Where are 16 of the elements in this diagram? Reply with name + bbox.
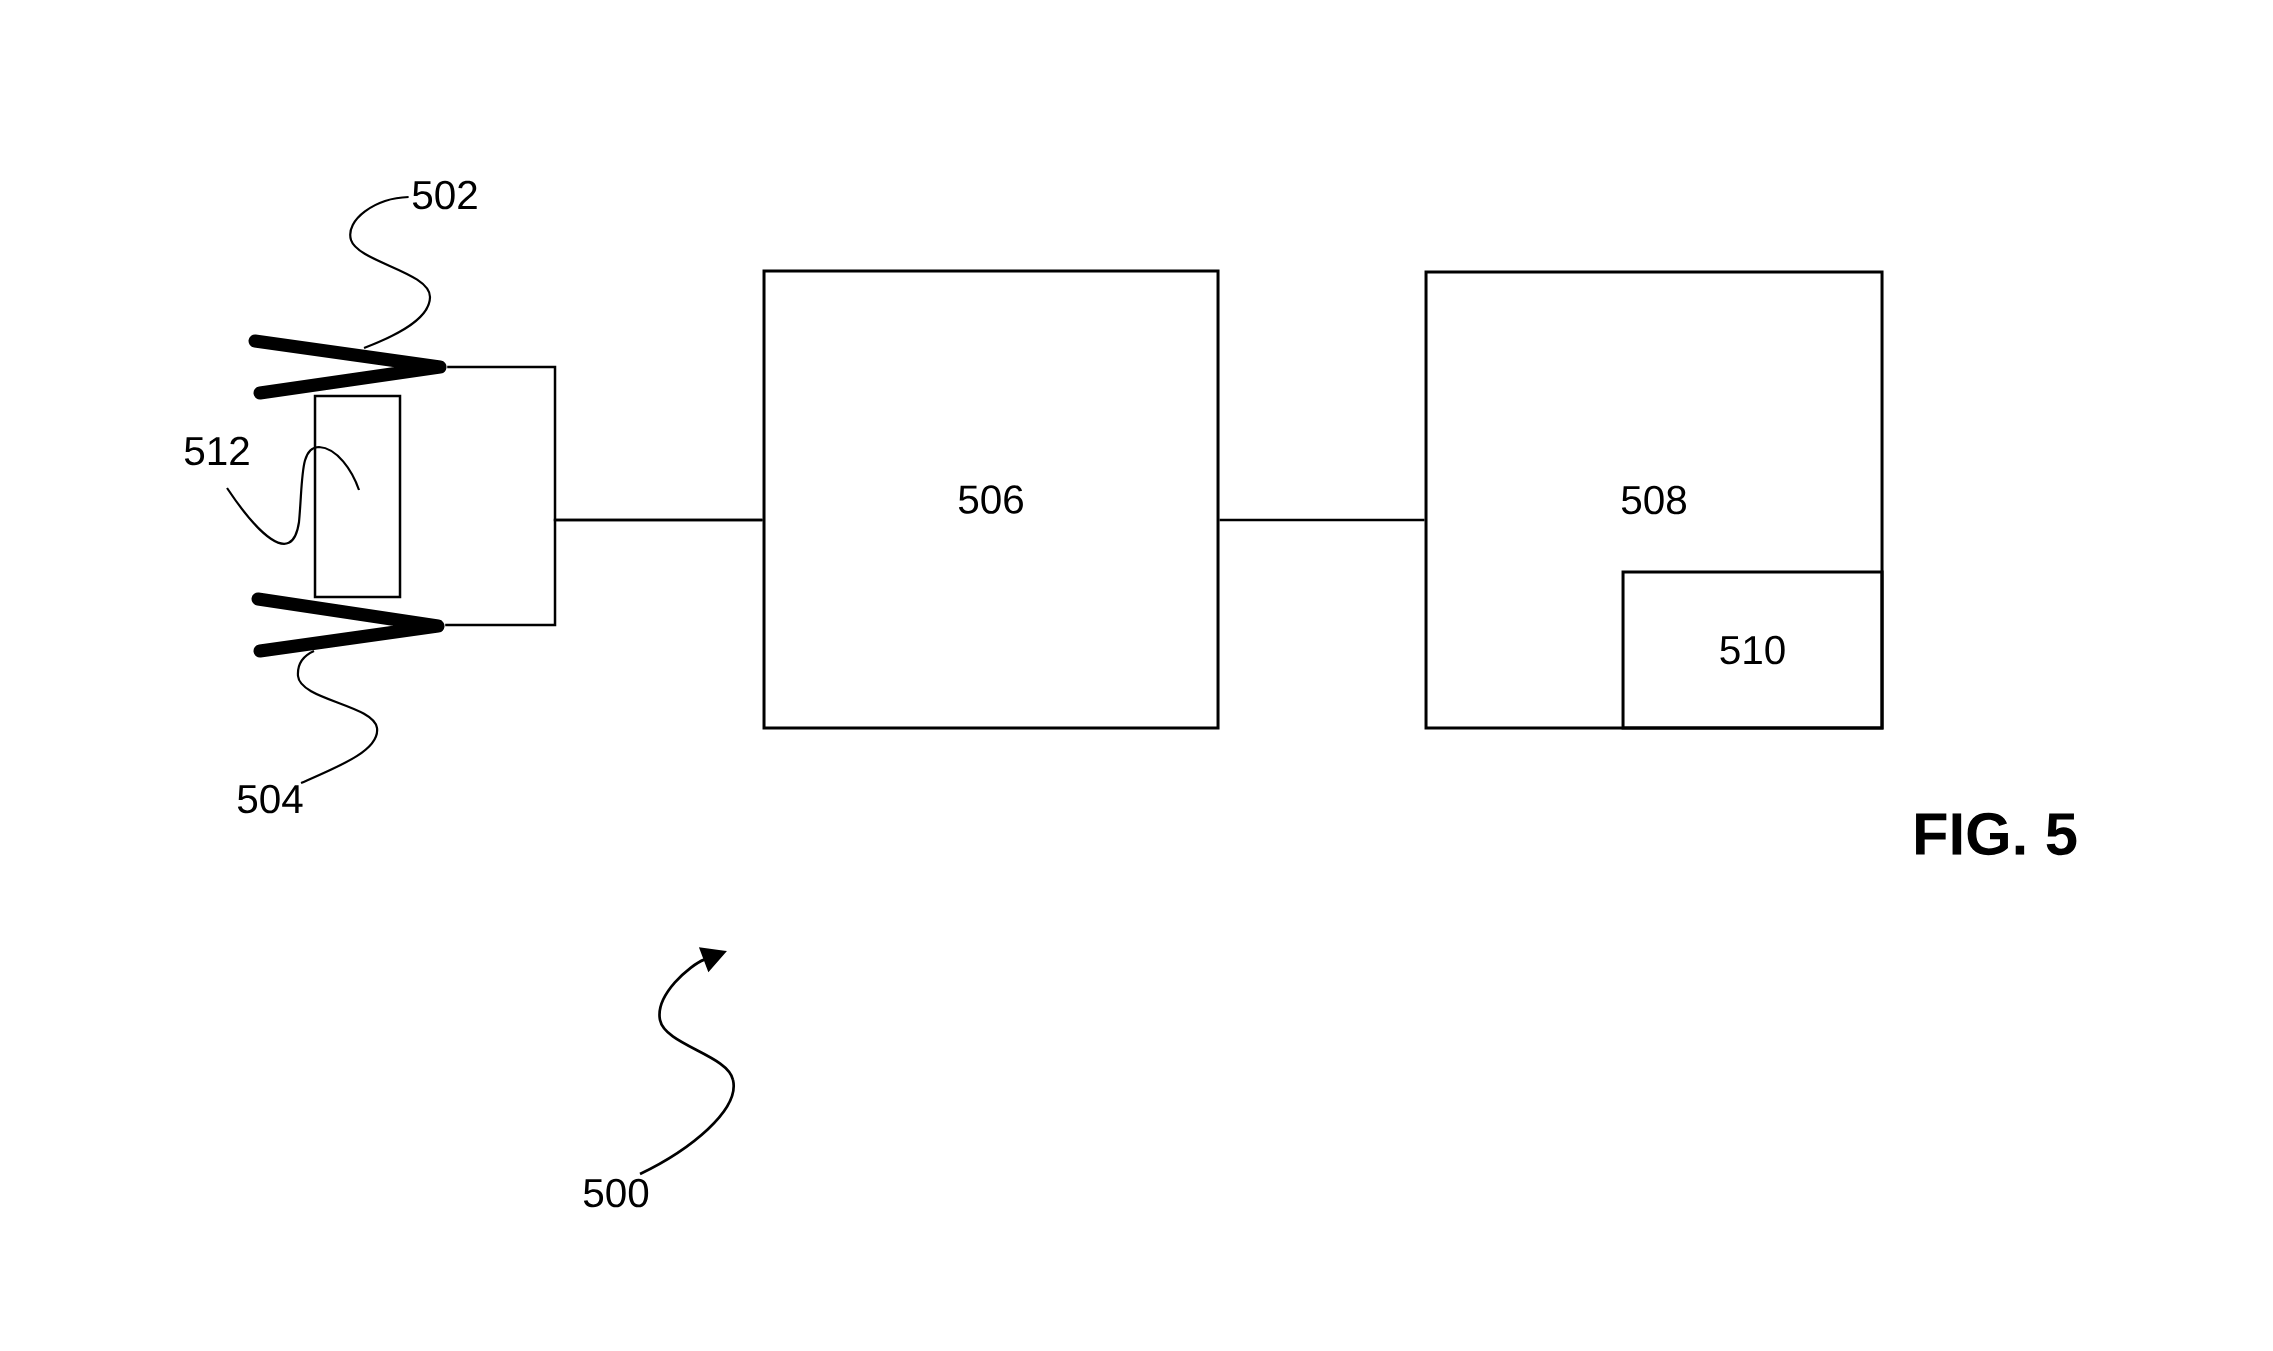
leader-line [226,445,361,545]
empty-box [313,394,402,599]
block-box: 506 [762,269,1220,730]
chevron-shape [248,334,447,400]
leader-line [349,195,432,350]
curved-arrow [639,947,735,1176]
callout-number: 504 [237,784,303,814]
figure-label: FIG. 5 [1916,812,2077,856]
callout-number: 512 [184,436,249,466]
connector-line [445,518,763,627]
callout-number: 500 [583,1178,649,1208]
connector-line [1219,518,1425,522]
chevron-shape [251,592,445,658]
leader-line [296,650,379,785]
callout-number: 502 [412,180,477,210]
inner-box: 510 [1621,570,1884,730]
